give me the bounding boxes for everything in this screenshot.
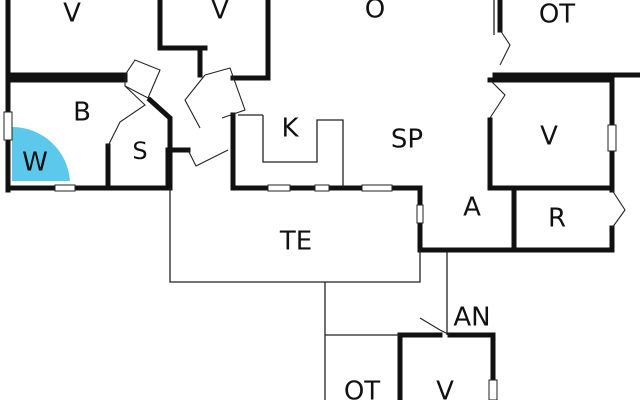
room-an: AN	[453, 303, 490, 333]
walls	[5, 0, 640, 400]
room-o: O	[365, 0, 385, 25]
washroom-fill	[12, 126, 70, 181]
room-labels: V V O OT B S W K SP V A R TE AN OT V	[22, 0, 575, 400]
room-v-right: V	[540, 122, 558, 152]
room-v-top-left: V	[63, 0, 81, 29]
room-b: B	[73, 98, 91, 128]
room-r: R	[548, 204, 566, 234]
thin-lines	[169, 0, 495, 400]
room-te: TE	[279, 227, 312, 257]
room-sp: SP	[391, 125, 423, 155]
windows	[3, 111, 617, 400]
doors	[107, 29, 626, 336]
room-a: A	[463, 193, 481, 223]
room-v-top-middle: V	[211, 0, 229, 26]
room-w: W	[22, 148, 48, 178]
room-k: K	[281, 114, 299, 144]
room-ot-bottom: OT	[344, 377, 380, 400]
room-s: S	[132, 137, 147, 165]
room-ot-top-right: OT	[539, 0, 575, 30]
room-v-bottom: V	[436, 377, 454, 400]
